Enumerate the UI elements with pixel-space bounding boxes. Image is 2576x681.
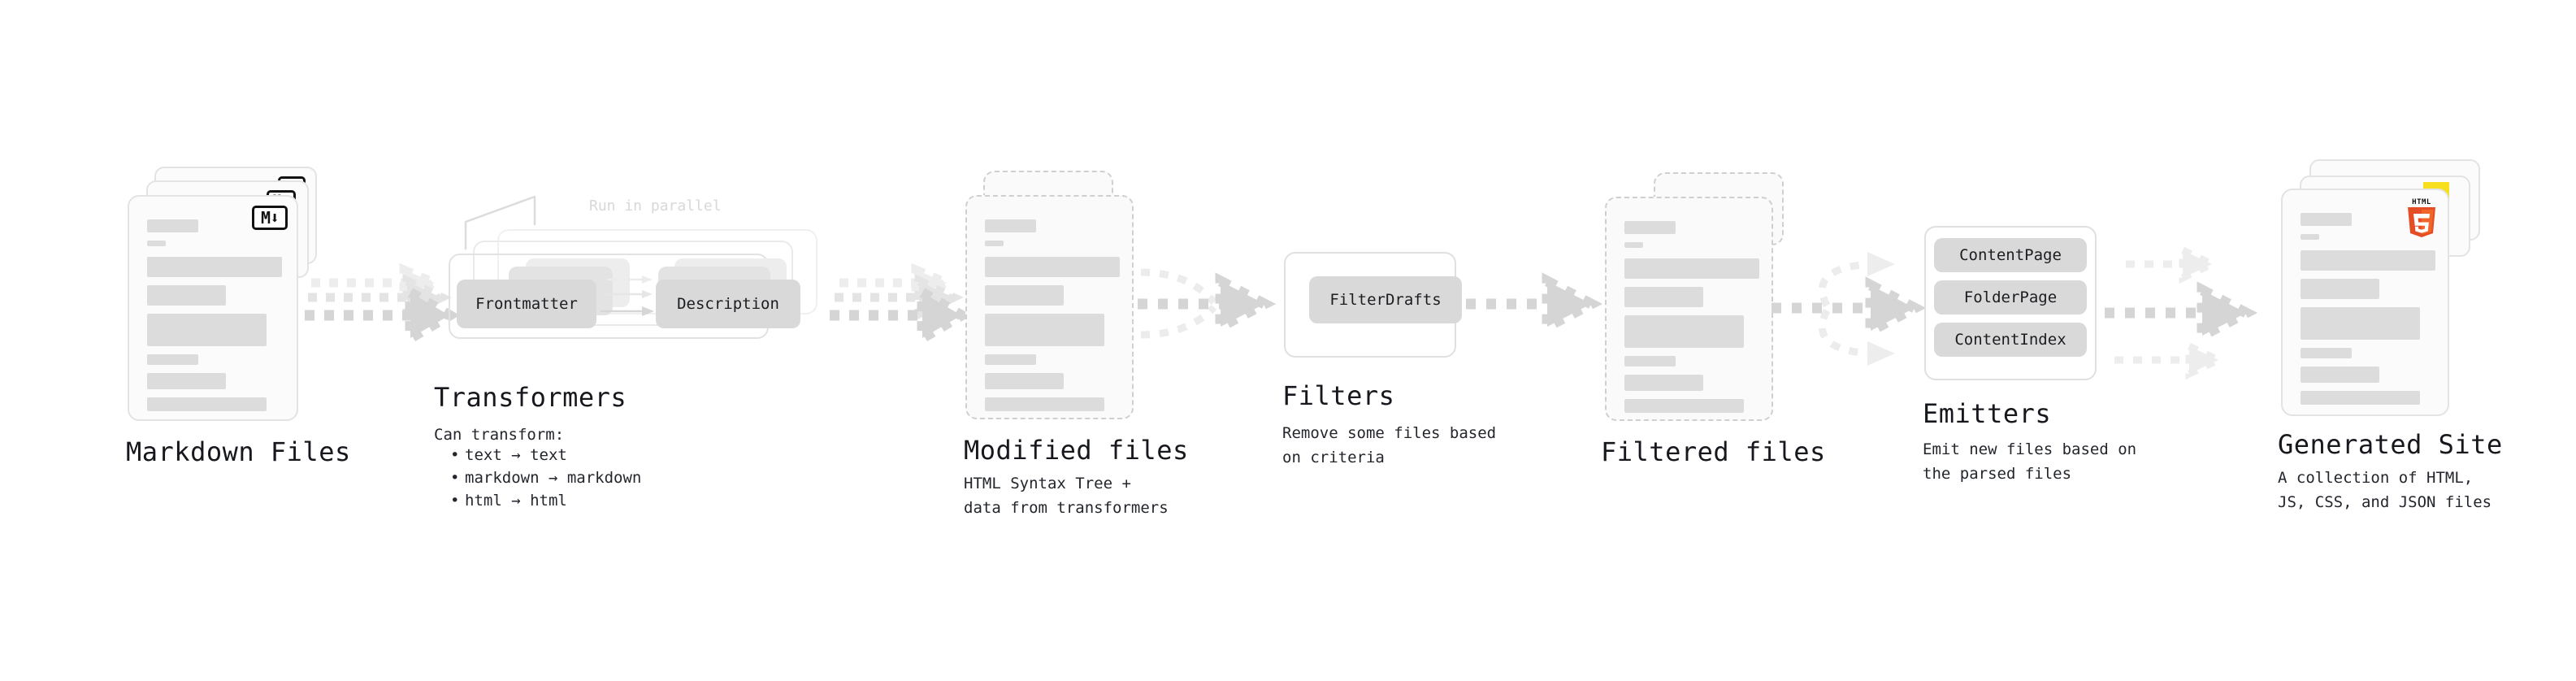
markdown-card-content bbox=[147, 219, 282, 419]
content-bar bbox=[147, 257, 282, 277]
generated-site-subtitle: A collection of HTML, JS, CSS, and JSON … bbox=[2278, 469, 2492, 511]
markdown-icon-glyph: M⬇ bbox=[260, 208, 280, 228]
content-bar bbox=[1624, 242, 1643, 248]
list-item: • markdown → markdown bbox=[450, 469, 642, 487]
modified-card-front bbox=[965, 195, 1134, 419]
stage-title-filtered-files: Filtered files bbox=[1601, 436, 1826, 467]
arrow-filtered-to-emitters bbox=[1772, 236, 1927, 382]
content-bar bbox=[1624, 315, 1744, 348]
stage-filters: FilterDrafts Filters Remove some files b… bbox=[1268, 0, 1576, 681]
chip-label: FilterDrafts bbox=[1329, 291, 1442, 309]
html5-icon: HTML bbox=[2405, 198, 2439, 237]
transformers-bullet-list: • text → text • markdown → markdown • ht… bbox=[447, 444, 641, 512]
stage-title-emitters: Emitters bbox=[1923, 398, 2052, 429]
arrow-modified-to-filters bbox=[1130, 260, 1277, 366]
chip-label: ContentPage bbox=[1959, 246, 2062, 264]
content-bar bbox=[1624, 287, 1703, 307]
filters-chip-filterdrafts[interactable]: FilterDrafts bbox=[1309, 276, 1462, 323]
transformer-chip-description[interactable]: Description bbox=[656, 280, 800, 328]
content-bar bbox=[985, 397, 1104, 411]
emitters-chip-contentpage[interactable]: ContentPage bbox=[1934, 238, 2087, 272]
stage-title-generated-site: Generated Site bbox=[2278, 429, 2503, 460]
modified-card-content bbox=[985, 219, 1120, 419]
bullet-text: text → text bbox=[465, 446, 567, 464]
emitters-chip-folderpage[interactable]: FolderPage bbox=[1934, 280, 2087, 314]
site-card-content bbox=[2301, 213, 2435, 413]
filters-subtitle: Remove some files based on criteria bbox=[1282, 424, 1497, 466]
site-card-front: HTML bbox=[2281, 189, 2449, 416]
content-bar bbox=[985, 354, 1036, 365]
content-bar bbox=[985, 219, 1036, 232]
stage-filtered-files: Filtered files bbox=[1585, 0, 1910, 681]
content-bar bbox=[147, 285, 226, 306]
content-bar bbox=[1624, 399, 1744, 413]
content-bar bbox=[2301, 391, 2420, 405]
stage-modified-files: Modified files HTML Syntax Tree + data f… bbox=[926, 0, 1251, 681]
content-bar bbox=[985, 241, 1004, 246]
content-bar bbox=[1624, 356, 1676, 367]
content-bar bbox=[2301, 307, 2420, 340]
stage-title-markdown-files: Markdown Files bbox=[126, 436, 351, 467]
content-bar bbox=[147, 314, 267, 346]
stage-generated-site: CSS HTML bbox=[2227, 0, 2576, 681]
content-bar bbox=[985, 257, 1120, 277]
stage-title-filters: Filters bbox=[1282, 380, 1395, 411]
chip-label: Description bbox=[677, 295, 779, 313]
bullet-text: markdown → markdown bbox=[465, 469, 642, 487]
content-bar bbox=[2301, 234, 2319, 240]
content-bar bbox=[2301, 213, 2352, 226]
filtered-card-front bbox=[1605, 197, 1773, 421]
arrow-emitters-to-site bbox=[2105, 236, 2259, 382]
stage-emitters: ContentPage FolderPage ContentIndex Emit… bbox=[1902, 0, 2227, 681]
chip-label: FolderPage bbox=[1963, 288, 2058, 306]
stage-transformers: Run in parallel Frontmatter bbox=[434, 0, 861, 681]
content-bar bbox=[147, 397, 267, 411]
run-in-parallel-bracket bbox=[464, 195, 536, 250]
chip-label: ContentIndex bbox=[1954, 331, 2066, 349]
run-in-parallel-label: Run in parallel bbox=[589, 197, 722, 215]
filtered-card-content bbox=[1624, 221, 1759, 421]
content-bar bbox=[1624, 375, 1703, 391]
content-bar bbox=[2301, 250, 2435, 271]
transformer-chip-frontmatter[interactable]: Frontmatter bbox=[457, 280, 596, 328]
transformer-inner-arrows bbox=[601, 275, 654, 316]
list-item: • html → html bbox=[450, 492, 567, 510]
content-bar bbox=[147, 219, 198, 232]
html5-icon-label: HTML bbox=[2412, 198, 2431, 206]
transformers-subtitle: Can transform: bbox=[434, 426, 565, 444]
stage-title-modified-files: Modified files bbox=[964, 435, 1189, 466]
arrow-transformers-to-modified bbox=[817, 262, 972, 366]
arrow-filters-to-filtered bbox=[1463, 272, 1603, 351]
stage-markdown-files: M⬇ M⬇ M⬇ Markdown Fil bbox=[0, 0, 350, 681]
content-bar bbox=[985, 314, 1104, 346]
arrow-markdown-to-transformers bbox=[305, 262, 460, 366]
content-bar bbox=[147, 373, 226, 389]
emitters-subtitle: Emit new files based on the parsed files bbox=[1923, 440, 2137, 483]
content-bar bbox=[2301, 367, 2379, 383]
content-bar bbox=[985, 285, 1064, 306]
emitters-chip-contentindex[interactable]: ContentIndex bbox=[1934, 323, 2087, 357]
content-bar bbox=[2301, 279, 2379, 299]
chip-label: Frontmatter bbox=[475, 295, 578, 313]
content-bar bbox=[985, 373, 1064, 389]
content-bar bbox=[1624, 221, 1676, 234]
bullet-text: html → html bbox=[465, 492, 567, 510]
list-item: • text → text bbox=[450, 446, 567, 464]
content-bar bbox=[147, 241, 166, 246]
content-bar bbox=[147, 354, 198, 365]
stage-title-transformers: Transformers bbox=[434, 382, 627, 413]
markdown-card-front: M⬇ bbox=[128, 195, 298, 421]
content-bar bbox=[2301, 348, 2352, 358]
content-bar bbox=[1624, 258, 1759, 279]
markdown-icon: M⬇ bbox=[252, 206, 288, 230]
modified-files-subtitle: HTML Syntax Tree + data from transformer… bbox=[964, 475, 1169, 517]
